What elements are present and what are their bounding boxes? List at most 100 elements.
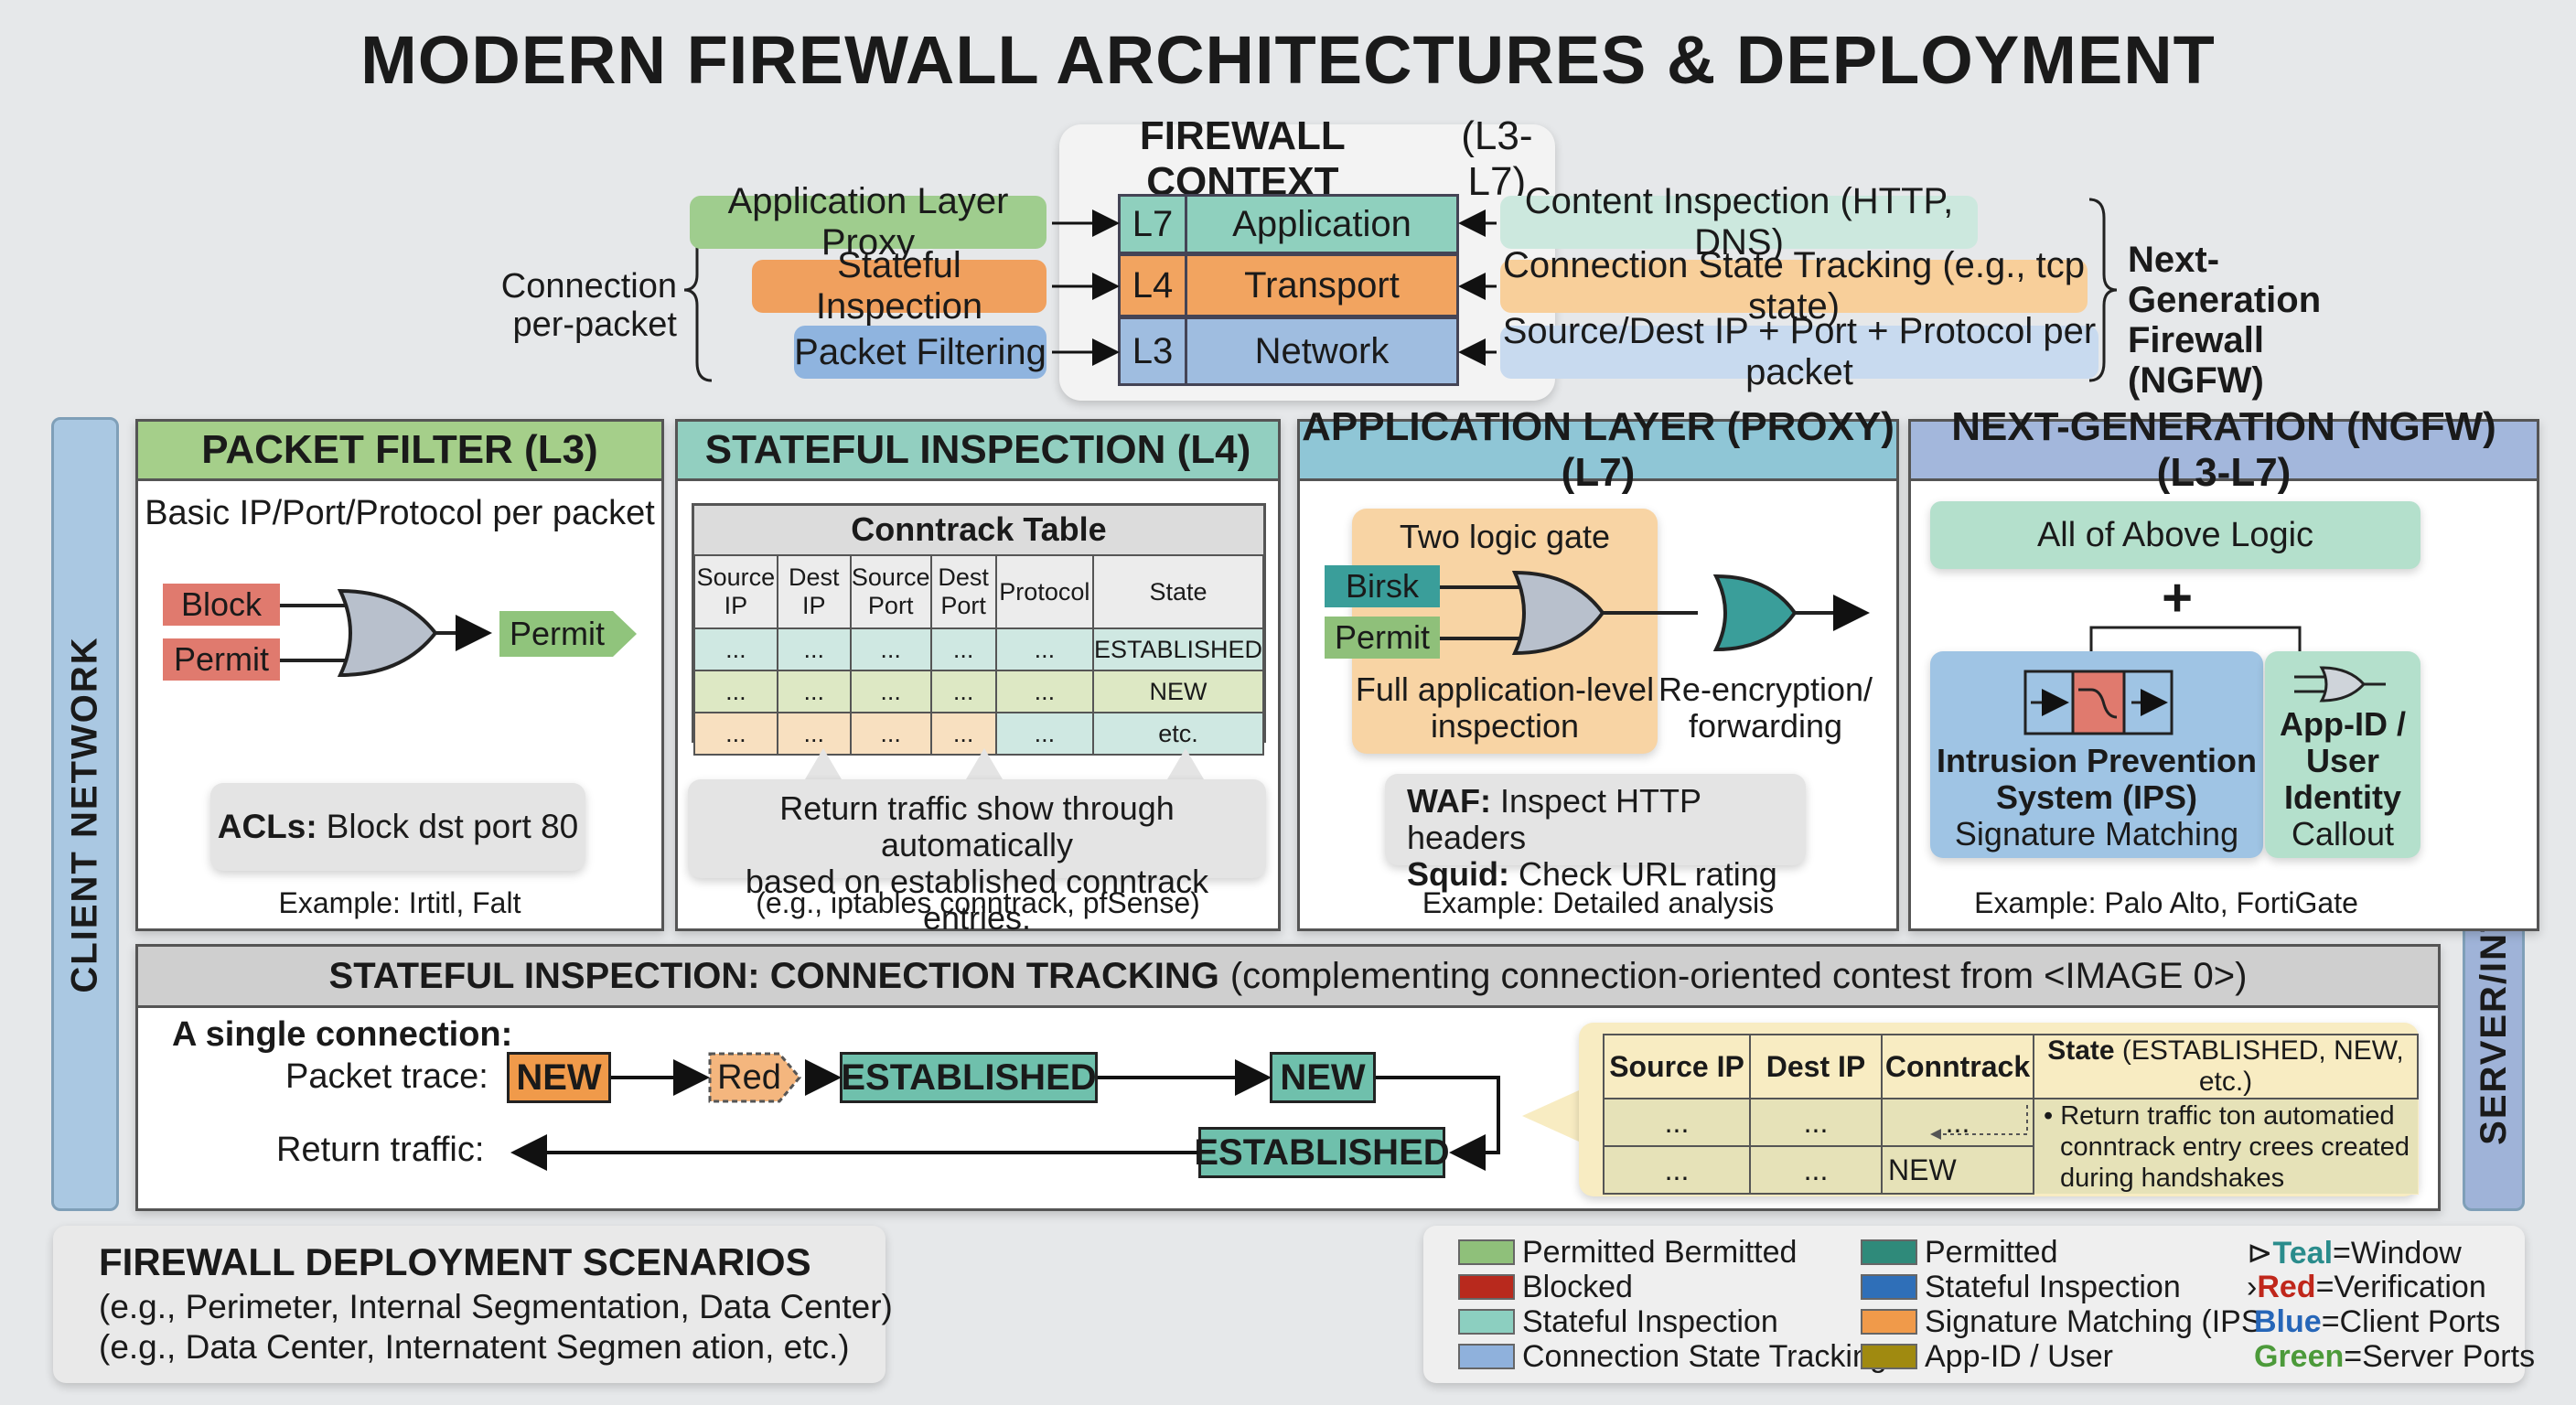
context-left-pill: Stateful Inspection (752, 245, 1046, 327)
or-gate-icon (280, 588, 492, 678)
proxy-gates-icon (1440, 570, 1870, 656)
legend-swatch (1458, 1344, 1515, 1369)
table-cell: ... (929, 670, 997, 713)
gate-caption: Full application-level inspection (1354, 671, 1656, 745)
tracking-note-line1: • Return traffic ton automatied (2044, 1100, 2395, 1131)
col-header: Conntrack (1881, 1034, 2034, 1099)
logic-gate-title: Two logic gate (1399, 518, 1611, 555)
connection-label-line2: per-packet (512, 306, 677, 344)
chevron-right-icon: › (2247, 1270, 2258, 1304)
gate-caption-line2: inspection (1430, 707, 1580, 745)
table-cell: ... (994, 712, 1094, 756)
deployment-line1: (e.g., Perimeter, Internal Segmentation,… (99, 1288, 893, 1325)
legend-key: Blue (2254, 1304, 2322, 1339)
col-header-state: State (ESTABLISHED, NEW, etc.) (2033, 1034, 2419, 1099)
ngfw-header: NEXT-GENERATION (NGFW) (L3-L7) (1908, 404, 2539, 495)
legend-label: Permitted (1925, 1235, 2058, 1270)
ngfw-connector (2089, 626, 2302, 653)
tracking-note: • Return traffic ton automatied conntrac… (2034, 1099, 2418, 1194)
ips-line1: Intrusion Prevention (1936, 742, 2258, 779)
gate-input-2: Permit (1325, 617, 1440, 659)
col-header: Source Port (849, 554, 932, 629)
table-cell: NEW (1091, 670, 1265, 713)
table-cell: ... (1881, 1098, 2034, 1147)
right-brace-icon (2088, 198, 2118, 382)
connection-label-line1: Connection (500, 267, 677, 306)
tracking-header-bold: STATEFUL INSPECTION: CONNECTION TRACKING (328, 955, 1219, 996)
reenc-line2: forwarding (1688, 707, 1843, 745)
legend-swatch (1861, 1344, 1917, 1369)
state-new: NEW (1270, 1052, 1376, 1103)
legend-swatch (1458, 1309, 1515, 1335)
ngfw-group-label: Next-Generation Firewall (NGFW) (2128, 240, 2402, 401)
appid-line1: App-ID / (2280, 705, 2406, 743)
legend-swatch (1861, 1274, 1917, 1300)
table-row: ...............NEW (693, 670, 1265, 713)
legend-key-row: ›Red=Verification (2247, 1270, 2486, 1305)
appid-line3: Identity (2283, 778, 2401, 816)
stateful-example: (e.g., iptables conntrack, pfSense) (756, 885, 1200, 919)
legend-swatch (1458, 1274, 1515, 1300)
legend-key-rest: =Server Ports (2344, 1339, 2536, 1374)
state-new: NEW (507, 1052, 611, 1103)
reencryption-caption: Re-encryption/ forwarding (1656, 671, 1875, 745)
table-cell: ... (849, 712, 932, 756)
col-header: Dest IP (1749, 1034, 1883, 1099)
squid-rest: Check URL rating (1519, 855, 1777, 893)
return-traffic-note: Return traffic show through automaticall… (688, 779, 1266, 937)
legend-key: Green (2254, 1339, 2345, 1374)
appid-line4: Callout (2291, 815, 2395, 853)
table-cell: ... (849, 627, 932, 671)
legend-swatch (1861, 1239, 1917, 1265)
firewall-context-title: FIREWALL CONTEXT (L3-L7) (1059, 113, 1555, 204)
all-logic-box: All of Above Logic (1930, 501, 2420, 569)
state-col-bold: State (2047, 1035, 2115, 1066)
table-cell: ... (693, 712, 778, 756)
acl-note-rest: Block dst port 80 (326, 808, 579, 845)
layer-name-cell: Network (1185, 316, 1459, 386)
client-network-label: CLIENT NETWORK (64, 635, 105, 993)
context-left-pill: Packet Filtering (794, 326, 1046, 379)
table-cell: ... (693, 627, 778, 671)
deployment-box (53, 1226, 886, 1383)
permit-input-label: Permit (163, 638, 280, 681)
stateful-header: STATEFUL INSPECTION (L4) (675, 419, 1281, 481)
acl-note: ACLs: Block dst port 80 (210, 783, 585, 871)
appid-label: App-ID / User Identity Callout (2265, 706, 2420, 853)
legend-key: Teal (2272, 1236, 2334, 1271)
tracking-table: Source IP Dest IP Conntrack State (ESTAB… (1603, 1034, 2419, 1195)
packet-trace-label: Packet trace: (285, 1057, 488, 1096)
context-right-pill: Connection State Tracking (e.g., tcp sta… (1500, 245, 2088, 327)
ips-line2: System (IPS) (1995, 778, 2198, 816)
return-note-line2: based on established conntrack entries. (745, 863, 1209, 937)
state-established: ESTABLISHED (840, 1052, 1098, 1103)
conntrack-table: Source IP Dest IP Source Port Dest Port … (693, 554, 1265, 756)
legend-swatch (1861, 1309, 1917, 1335)
waf-rest: Inspect HTTP headers (1407, 782, 1701, 856)
table-cell: ... (776, 712, 852, 756)
col-header: Protocol (994, 554, 1094, 629)
col-header: Dest Port (929, 554, 997, 629)
table-row: ... ... ... • Return traffic ton automat… (1603, 1098, 2418, 1193)
legend-key: Red (2257, 1270, 2316, 1304)
appid-gate-icon (2294, 666, 2386, 702)
waf-bold: WAF: (1407, 782, 1491, 820)
layer-code-cell: L7 (1118, 194, 1187, 254)
proxy-header: APPLICATION LAYER (PROXY) (L7) (1297, 404, 1899, 495)
table-cell: NEW (1881, 1145, 2034, 1195)
legend-key-row: Green=Server Ports (2254, 1339, 2535, 1375)
ngfw-example: Example: Palo Alto, FortiGate (1974, 885, 2358, 919)
callout-pointers (805, 748, 1204, 779)
connection-group-label: Connection per-packet (494, 267, 677, 344)
permit-output-label: Permit (509, 615, 605, 652)
context-right-pill: Source/Dest IP + Port + Protocol per pac… (1500, 311, 2098, 392)
tracking-header-row: Source IP Dest IP Conntrack State (ESTAB… (1603, 1034, 2419, 1099)
layer-code-cell: L4 (1118, 253, 1187, 317)
table-cell: ... (994, 670, 1094, 713)
table-cell: ... (1749, 1145, 1883, 1195)
legend-box (1423, 1226, 2525, 1383)
table-cell: ... (929, 627, 997, 671)
table-cell: ESTABLISHED (1091, 627, 1265, 671)
legend-label: Stateful Inspection (1522, 1304, 1778, 1339)
ngfw-label-line1: Next-Generation (2128, 240, 2322, 320)
